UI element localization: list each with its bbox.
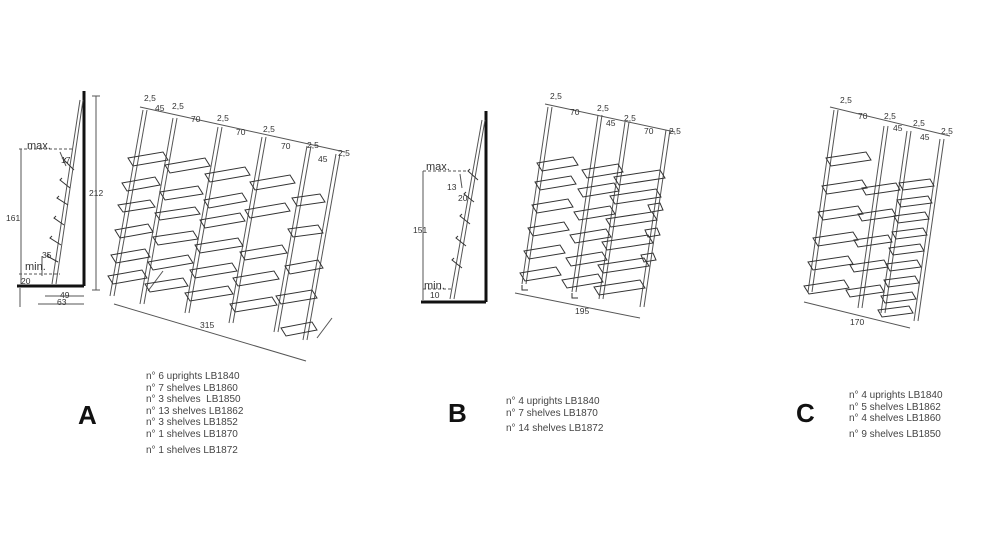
c-dim-5: 45	[920, 132, 930, 142]
a-max-label: max.	[27, 140, 51, 152]
parts-list-item: n° 7 shelves LB1860	[146, 382, 238, 394]
a-dim-7: 70	[281, 141, 291, 151]
parts-list-item: n° 4 uprights LB1840	[849, 390, 943, 401]
c-dim-2: 2,5	[884, 111, 896, 121]
a-dim-4: 2,5	[217, 113, 229, 123]
parts-list-item: n° 13 shelves LB1862	[146, 405, 244, 417]
front-view-b	[514, 103, 676, 319]
a-dim-2: 2,5	[172, 101, 184, 111]
c-dim-0: 2,5	[840, 95, 852, 105]
parts-list-item: n° 14 shelves LB1872	[506, 423, 604, 435]
parts-list-item: n° 3 shelves LB1852	[146, 417, 238, 429]
config-letter-b: B	[448, 398, 467, 428]
parts-list-item: n° 4 uprights LB1840	[506, 396, 600, 407]
b-dim-5: 70	[644, 126, 654, 136]
b-height-label: 151	[413, 225, 427, 235]
parts-list-item: n° 7 shelves LB1870	[506, 407, 598, 419]
a-dim-5: 70	[236, 127, 246, 137]
a-width-label: 315	[200, 320, 214, 330]
a-dim-9: 45	[318, 154, 328, 164]
a-dim-8: 2,5	[307, 140, 319, 150]
c-width-label: 170	[850, 317, 864, 327]
parts-list-item: n° 4 shelves LB1860	[849, 413, 941, 425]
parts-list-item: n° 1 shelves LB1872	[146, 444, 238, 456]
a-depth-inner-label: 49	[60, 290, 70, 300]
parts-list-item: n° 6 uprights LB1840	[146, 371, 240, 382]
b-dim-1: 70	[570, 107, 580, 117]
a-dim-10: 2,5	[338, 148, 350, 158]
a-dim-6: 2,5	[263, 124, 275, 134]
front-view-a	[107, 106, 346, 362]
a-total-height-label: 212	[89, 188, 103, 198]
b-dim-2: 2,5	[597, 103, 609, 113]
b-step-label: 20	[458, 193, 468, 203]
b-dim-4: 2,5	[624, 113, 636, 123]
parts-list-item: n° 3 shelves LB1850	[146, 394, 241, 406]
a-depth-outer-label: 63	[57, 297, 67, 307]
config-letter-a: A	[78, 400, 97, 430]
parts-list-b: n° 4 uprights LB1840 n° 7 shelves LB1870…	[506, 396, 603, 435]
config-letter-c: C	[796, 398, 815, 428]
parts-list-a: n° 6 uprights LB1840 n° 7 shelves LB1860…	[146, 371, 243, 456]
b-dim-3: 45	[606, 118, 616, 128]
b-max-label: max.	[426, 161, 450, 173]
b-width-label: 195	[575, 306, 589, 316]
parts-list-c: n° 4 uprights LB1840 n° 5 shelves LB1862…	[849, 390, 943, 440]
side-profile-a	[17, 91, 100, 307]
c-dim-6: 2,5	[941, 126, 953, 136]
b-dim-6: 2,5	[669, 126, 681, 136]
c-dim-1: 70	[858, 111, 868, 121]
a-height-label: 161	[6, 213, 20, 223]
side-profile-b	[421, 111, 488, 304]
a-top-gap-label: 17	[61, 155, 71, 165]
c-dim-3: 45	[893, 123, 903, 133]
b-dim-0: 2,5	[550, 91, 562, 101]
a-bottom-label: 20	[21, 276, 31, 286]
parts-list-item: n° 1 shelves LB1870	[146, 428, 238, 440]
a-step-label: 35	[42, 250, 52, 260]
a-min-label: min.	[25, 261, 46, 273]
parts-list-item: n° 9 shelves LB1850	[849, 428, 941, 440]
front-view-c	[803, 106, 951, 329]
c-dim-4: 2,5	[913, 118, 925, 128]
b-bottom-label: 10	[430, 290, 440, 300]
b-min-label: min.	[424, 280, 445, 292]
b-top-gap-label: 13	[447, 182, 457, 192]
a-dim-3: 70	[191, 114, 201, 124]
a-dim-1: 45	[155, 103, 165, 113]
a-dim-0: 2,5	[144, 93, 156, 103]
parts-list-item: n° 5 shelves LB1862	[849, 401, 941, 413]
